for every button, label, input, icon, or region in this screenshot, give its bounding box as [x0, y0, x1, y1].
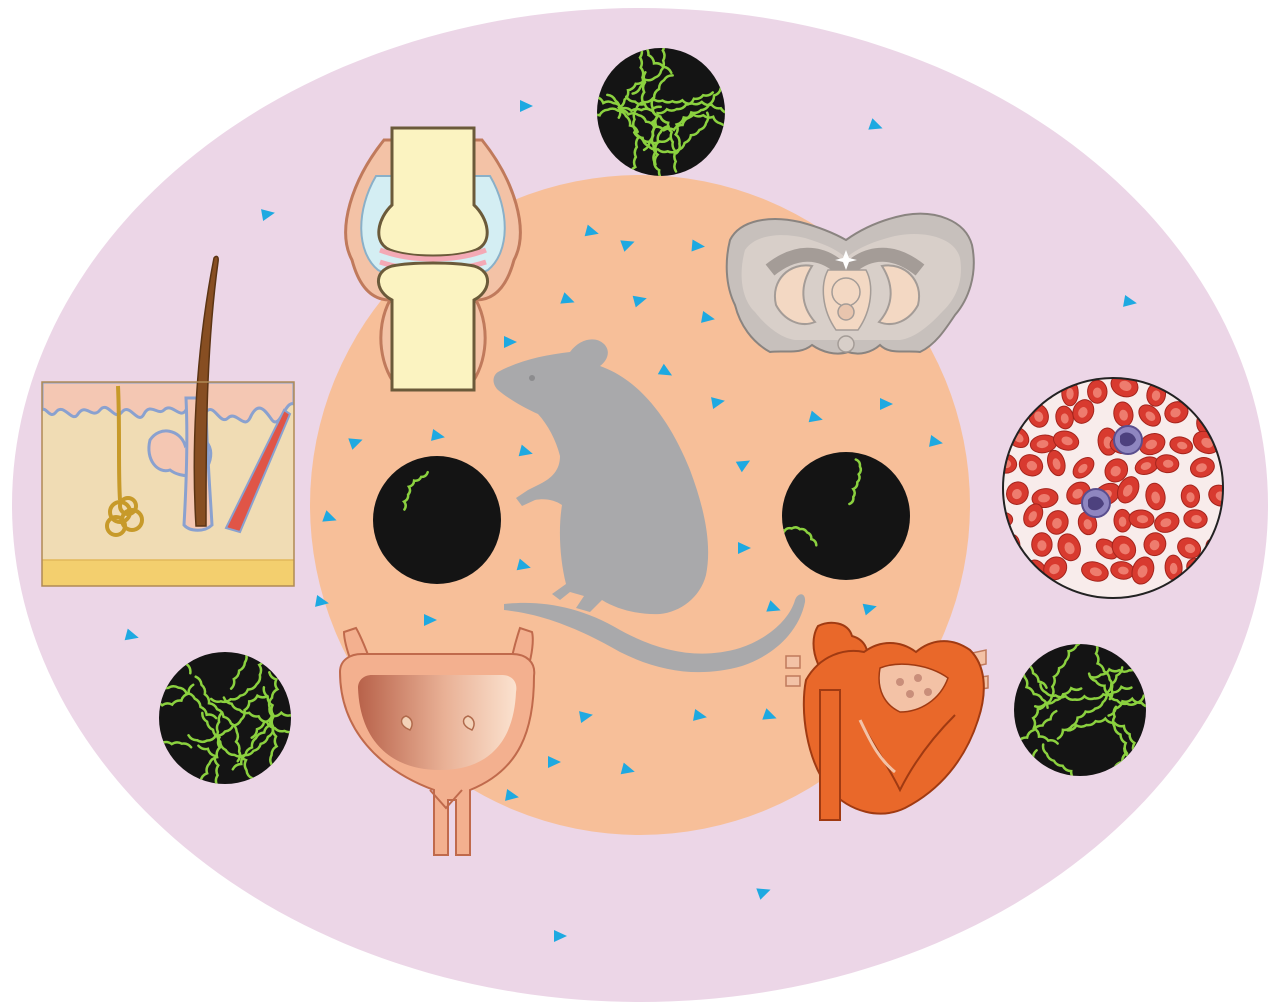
red-blood-cell	[1031, 533, 1052, 557]
mouse-eye	[529, 375, 535, 381]
red-blood-cell	[1087, 380, 1107, 404]
spirochete-micrograph-icon	[373, 456, 501, 584]
